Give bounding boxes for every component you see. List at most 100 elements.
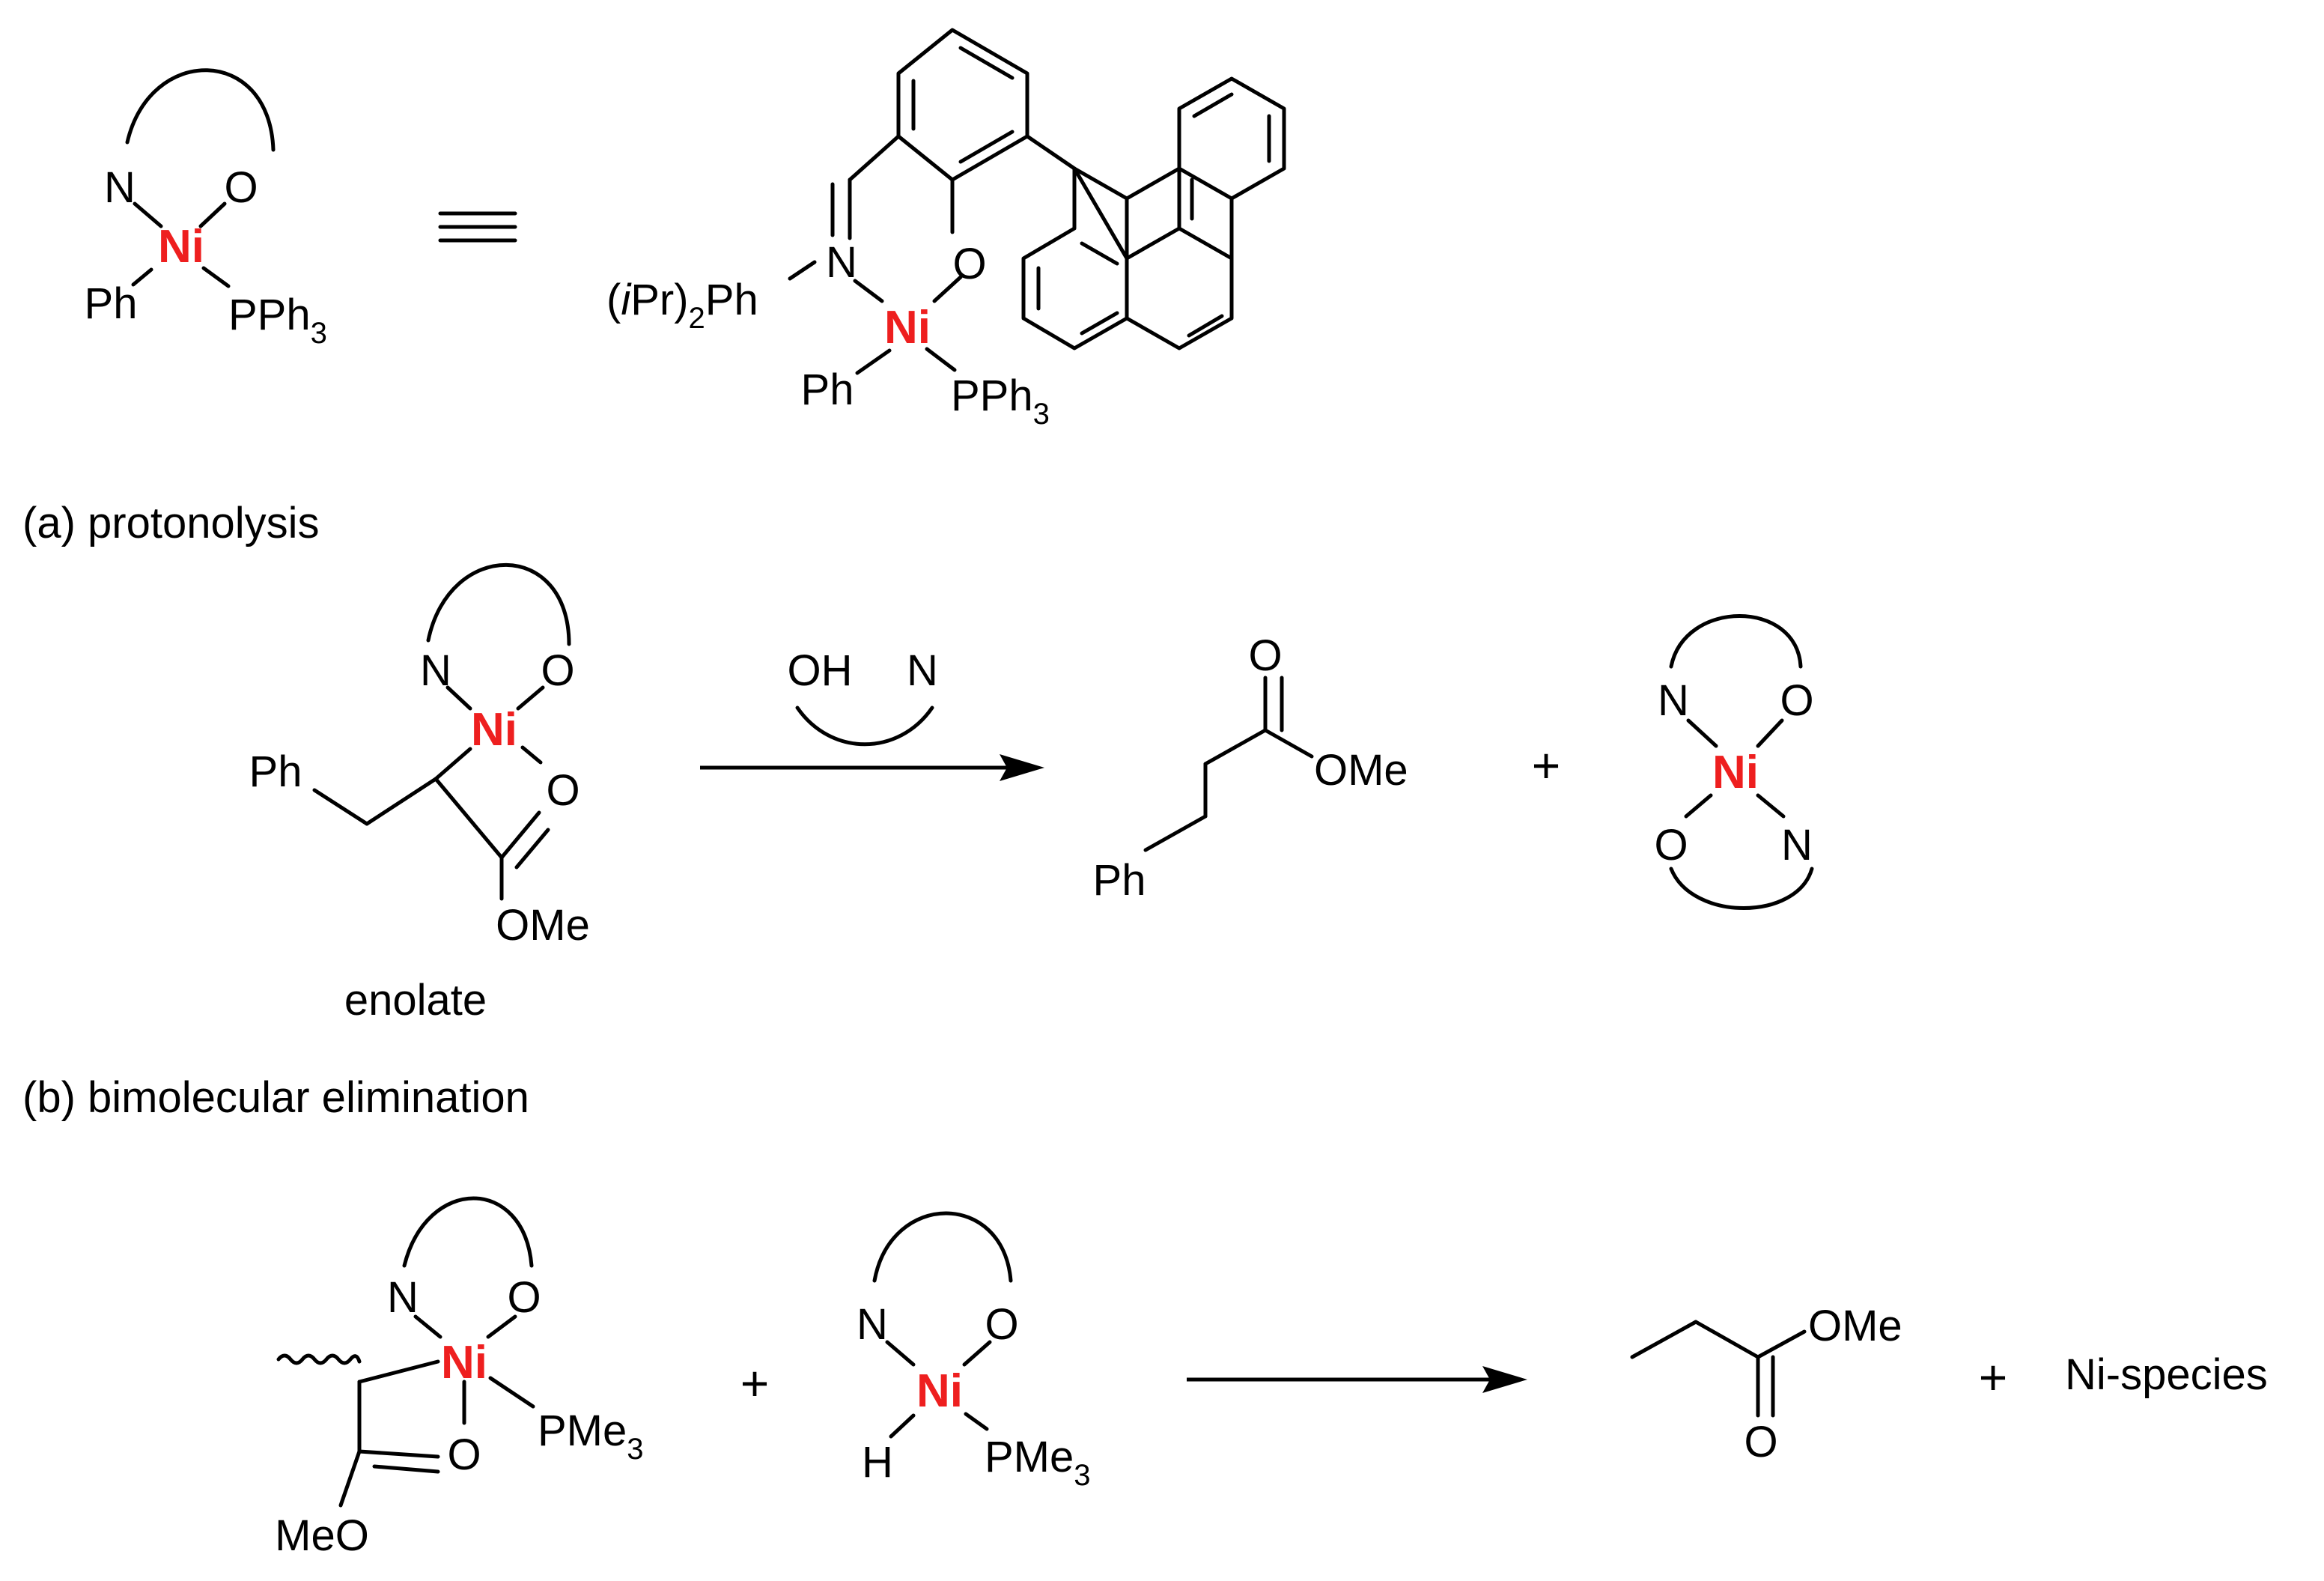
bond-c-o bbox=[499, 810, 541, 860]
atom-ni: Ni bbox=[916, 1365, 963, 1417]
atom-n: N bbox=[826, 238, 857, 287]
bond-ni-h bbox=[889, 1413, 916, 1439]
atom-n: N bbox=[387, 1273, 419, 1322]
reagent-arc bbox=[795, 705, 934, 747]
bond-aryl-anthracene bbox=[1025, 134, 1077, 171]
plus-sign: + bbox=[740, 1356, 770, 1411]
bond-n-aryl bbox=[788, 260, 817, 281]
bond-ni-o bbox=[1684, 793, 1713, 819]
bond-c-ome bbox=[338, 1449, 362, 1508]
atom-o-lower: O bbox=[1654, 821, 1688, 870]
atom-o: O bbox=[952, 240, 986, 288]
bond-ni-p bbox=[201, 266, 231, 288]
atom-o-carbonyl: O bbox=[447, 1430, 481, 1479]
label-ome: OMe bbox=[1808, 1302, 1902, 1350]
bond-o-ni bbox=[486, 1314, 517, 1339]
reaction-arrow-a bbox=[700, 754, 1044, 781]
product-ester: O OMe Ph bbox=[1093, 631, 1408, 905]
atom-h: H bbox=[862, 1438, 893, 1487]
atom-o: O bbox=[224, 163, 258, 212]
bond-ch2-c bbox=[1694, 1320, 1760, 1359]
plus-sign: + bbox=[1532, 738, 1561, 793]
atom-o: O bbox=[1248, 631, 1282, 680]
anthracene-middle-ring bbox=[1125, 226, 1234, 351]
bond-ni-n bbox=[1756, 793, 1786, 819]
product-methyl-propanoate: OMe O bbox=[1630, 1302, 1902, 1466]
bond-o-ni bbox=[932, 275, 963, 303]
atom-n-lower: N bbox=[1781, 821, 1813, 870]
label-ph: Ph bbox=[1093, 856, 1146, 905]
bond-c-ch2 bbox=[365, 777, 438, 826]
bond-ch2-c bbox=[1203, 728, 1268, 766]
label-ome: OMe bbox=[1314, 746, 1408, 795]
label-ni-species: Ni-species bbox=[2065, 1350, 2268, 1399]
bond-n-ni bbox=[885, 1340, 916, 1367]
bond-n-ni bbox=[853, 279, 884, 303]
bond-o-ni bbox=[198, 201, 227, 228]
atom-o: O bbox=[1744, 1418, 1777, 1466]
bond-c-o bbox=[357, 1449, 440, 1459]
label-pme3: PMe3 bbox=[985, 1433, 1091, 1492]
atom-n: N bbox=[907, 646, 938, 695]
atom-n: N bbox=[104, 163, 136, 212]
ligand-arc-top bbox=[1669, 614, 1803, 669]
abbreviated-ni-complex: N O Ni Ph PPh3 bbox=[85, 68, 327, 350]
ligand-arc bbox=[872, 1211, 1013, 1283]
atom-n: N bbox=[857, 1300, 888, 1349]
bis-ligand-ni-complex: N O Ni O N bbox=[1654, 614, 1814, 910]
caption-enolate: enolate bbox=[344, 976, 487, 1025]
reaction-arrow-b bbox=[1187, 1366, 1527, 1393]
bond-ni-o bbox=[520, 745, 543, 765]
bond-n-ni bbox=[445, 685, 472, 711]
label-pph3: PPh3 bbox=[951, 371, 1050, 431]
label-meo: MeO bbox=[275, 1511, 369, 1560]
bond-ni-c bbox=[434, 747, 472, 781]
atom-o: O bbox=[985, 1300, 1018, 1349]
anthracene-left-ring bbox=[1021, 166, 1129, 351]
bond-o-ni bbox=[516, 685, 545, 711]
atom-ni: Ni bbox=[441, 1337, 487, 1389]
heading-protonolysis: (a) protonolysis bbox=[22, 499, 319, 547]
bond-ph-ch2 bbox=[1143, 814, 1208, 852]
atom-ni: Ni bbox=[1712, 747, 1759, 798]
equivalence-text: ≡ bbox=[0, 0, 1, 1]
benzene-ring bbox=[896, 28, 1029, 182]
equivalence-symbol bbox=[438, 211, 517, 243]
atom-o: O bbox=[541, 646, 574, 695]
bond-n-ni bbox=[1686, 718, 1718, 748]
bond-c-carbonyl bbox=[434, 777, 504, 860]
ni-enolate-pme3: N O Ni O PMe3 MeO bbox=[275, 1196, 644, 1560]
enolate-complex: N O Ni O Ph OMe enolate bbox=[249, 563, 590, 1025]
bond-o-ni bbox=[962, 1340, 992, 1367]
bond-n-ni bbox=[413, 1314, 442, 1339]
reagent-aminophenol: OH N bbox=[788, 646, 938, 747]
atom-n: N bbox=[420, 646, 451, 695]
plus-sign: + bbox=[1979, 1350, 2008, 1405]
atom-ni: Ni bbox=[884, 302, 931, 353]
bond-ni-p bbox=[488, 1376, 535, 1409]
wavy-bond bbox=[276, 1353, 362, 1365]
label-ph: Ph bbox=[801, 365, 854, 414]
bond-ch2-ph bbox=[312, 788, 369, 826]
bond-c-ome bbox=[1263, 728, 1314, 759]
bond-ni-p bbox=[964, 1412, 989, 1431]
ligand-arc bbox=[402, 1196, 534, 1268]
bond-ni-p bbox=[925, 347, 957, 372]
label-ome: OMe bbox=[496, 901, 590, 950]
label-ipr2ph: (iPr)2Ph bbox=[606, 276, 758, 335]
bond-c-ome bbox=[1756, 1329, 1807, 1359]
bond-ni-ph bbox=[855, 348, 892, 375]
bond-ch bbox=[848, 134, 901, 182]
ligand-arc bbox=[125, 68, 276, 152]
bond-ni-c bbox=[357, 1359, 440, 1384]
full-ni-complex: N O Ni (iPr)2Ph Ph PPh3 bbox=[606, 28, 1286, 431]
bond-n-ni bbox=[133, 201, 163, 228]
atom-ni: Ni bbox=[471, 704, 517, 756]
label-pph3: PPh3 bbox=[228, 291, 327, 350]
atom-o-carbonyl: O bbox=[546, 766, 580, 815]
label-ph: Ph bbox=[85, 279, 138, 328]
atom-ni: Ni bbox=[158, 221, 204, 273]
bond-o-ni bbox=[1756, 718, 1784, 748]
atom-n: N bbox=[1658, 676, 1689, 725]
